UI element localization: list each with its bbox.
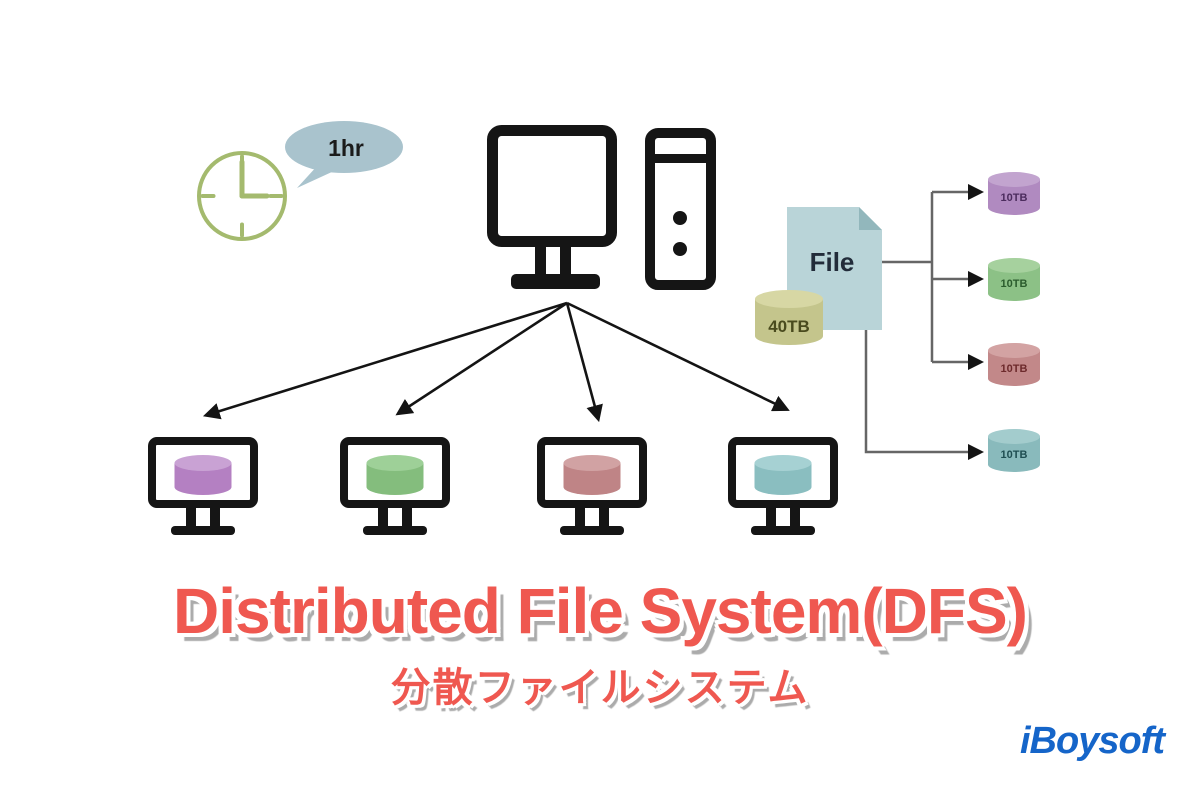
clock-hands bbox=[239, 159, 270, 199]
distribution-arrow bbox=[565, 302, 603, 423]
total-storage-cylinder: 40TB bbox=[755, 290, 823, 345]
chunk-cylinder: 10TB bbox=[988, 258, 1040, 301]
client-disk bbox=[366, 455, 424, 495]
client-disk bbox=[754, 455, 812, 495]
client-disk bbox=[174, 455, 232, 495]
distribution-arrow bbox=[395, 301, 568, 416]
bubble-label: 1hr bbox=[328, 135, 364, 161]
server-computer-icon bbox=[487, 125, 716, 290]
distribution-arrows bbox=[202, 301, 790, 423]
chunk-label: 10TB bbox=[1001, 192, 1028, 204]
server-tower bbox=[645, 128, 716, 290]
file-label: File bbox=[810, 247, 855, 277]
page-subtitle-japanese: 分散ファイルシステム bbox=[390, 666, 810, 710]
total-storage-label: 40TB bbox=[768, 317, 810, 336]
speech-bubble: 1hr bbox=[285, 121, 403, 188]
chunk-cylinder: 10TB bbox=[988, 343, 1040, 387]
distribution-arrow bbox=[566, 301, 790, 412]
client-disk bbox=[563, 455, 621, 495]
chunk-label: 10TB bbox=[1001, 278, 1028, 290]
chunk-cylinder: 10TB bbox=[988, 429, 1040, 473]
split-connectors bbox=[864, 183, 985, 461]
file-fold-corner bbox=[859, 207, 882, 230]
chunk-label: 10TB bbox=[1001, 449, 1028, 461]
iboysoft-logo: iBoysoft bbox=[1020, 720, 1165, 762]
server-monitor bbox=[487, 125, 617, 247]
clock-icon bbox=[197, 151, 287, 241]
connector-arrow bbox=[864, 330, 985, 461]
chunk-label: 10TB bbox=[1001, 363, 1028, 375]
page-title: Distributed File System(DFS) bbox=[173, 575, 1028, 647]
distribution-arrow bbox=[202, 301, 568, 420]
chunk-cylinder: 10TB bbox=[988, 172, 1040, 216]
